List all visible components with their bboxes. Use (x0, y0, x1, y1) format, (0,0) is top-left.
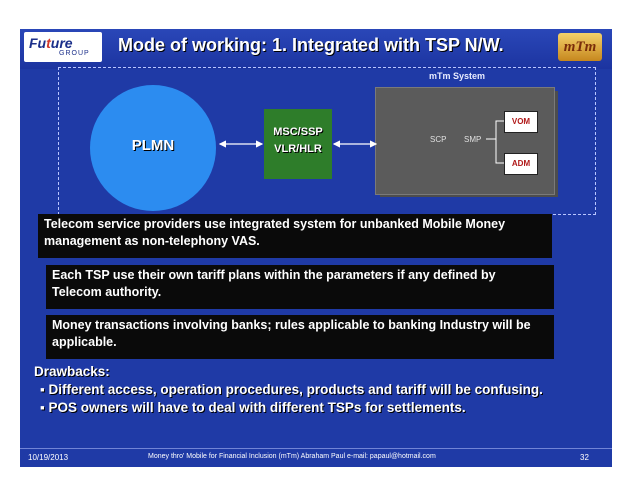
drawbacks-section: Drawbacks: ▪ Different access, operation… (34, 363, 604, 417)
drawback-item: ▪ Different access, operation procedures… (40, 382, 543, 397)
slide-title: Mode of working: 1. Integrated with TSP … (118, 35, 504, 55)
footer-text: Money thro' Mobile for Financial Inclusi… (148, 453, 436, 460)
msc-box (264, 109, 332, 179)
vom-box: VOM (504, 111, 538, 133)
logo-subtext: GROUP (59, 50, 90, 57)
page-number: 32 (580, 453, 589, 462)
vlr-label: VLR/HLR (274, 143, 322, 155)
title-band (20, 29, 612, 69)
logo-part-a: Fu (29, 35, 47, 51)
mtm-system-label: mTm System (428, 71, 486, 81)
drawbacks-title: Drawbacks: (34, 364, 110, 379)
adm-box: ADM (504, 153, 538, 175)
drawback-item: ▪ POS owners will have to deal with diff… (40, 400, 466, 415)
smp-vom-connector (486, 120, 504, 140)
msc-label: MSC/SSP (273, 126, 323, 138)
mtm-logo: mTm (558, 33, 602, 61)
logo-wordmark: Future (29, 35, 73, 51)
tariff-plans-note: Each TSP use their own tariff plans with… (46, 265, 554, 309)
footer-rule (20, 448, 612, 449)
scp-label: SCP (430, 135, 447, 144)
plmn-label: PLMN (131, 137, 175, 154)
footer-date: 10/19/2013 (28, 453, 69, 462)
banking-rules-note: Money transactions involving banks; rule… (46, 315, 554, 359)
mtm-system-box (375, 87, 555, 195)
logo-part-c: ure (50, 35, 73, 51)
logo-part-b: t (46, 35, 51, 51)
slide: Future GROUP Mode of working: 1. Integra… (20, 29, 612, 467)
future-group-logo: Future GROUP (24, 32, 102, 62)
plmn-circle (90, 85, 216, 211)
diagram-connectors (218, 120, 504, 164)
smp-adm-connector (495, 139, 504, 164)
smp-label: SMP (464, 135, 482, 144)
integrated-system-note: Telecom service providers use integrated… (38, 214, 552, 258)
